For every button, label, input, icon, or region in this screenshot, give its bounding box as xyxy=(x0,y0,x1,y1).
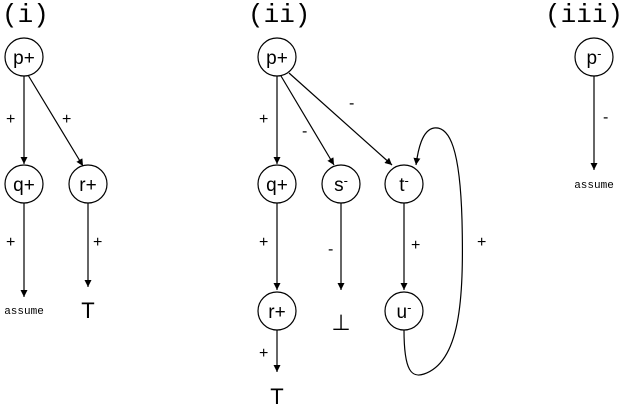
edge-label-ii-s-out: - xyxy=(328,241,333,258)
panel-label-i: (i) xyxy=(2,0,49,30)
node-sign: - xyxy=(597,46,601,61)
edge-label-i-p-q: + xyxy=(6,111,15,128)
edge-label-ii-p-t: - xyxy=(349,95,354,112)
svg-text:p-: p- xyxy=(587,46,602,69)
svg-text:p+: p+ xyxy=(13,48,35,69)
node-letter: q xyxy=(266,175,277,196)
edge-label-ii-t-u: + xyxy=(411,237,420,254)
edge-ii-p-s xyxy=(280,75,335,166)
node-iii-p: p- xyxy=(574,37,614,77)
node-ii-q: q+ xyxy=(257,164,297,204)
svg-text:u-: u- xyxy=(397,300,412,323)
node-ii-t: t- xyxy=(384,164,424,204)
svg-text:s-: s- xyxy=(334,173,348,196)
edge-label-ii-u-t-loop: + xyxy=(477,234,486,251)
node-letter: s xyxy=(334,175,344,196)
svg-text:q+: q+ xyxy=(13,175,35,196)
node-sign: - xyxy=(407,300,411,315)
terminal-i-assume: assume xyxy=(4,306,44,318)
edge-ii-u-t-loop xyxy=(403,127,464,376)
node-letter: p xyxy=(266,48,277,69)
node-ii-r: r+ xyxy=(257,291,297,331)
terminal-iii-assume: assume xyxy=(574,180,614,192)
node-i-r: r+ xyxy=(68,164,108,204)
edge-label-ii-p-q: + xyxy=(259,111,268,128)
node-letter: q xyxy=(13,175,24,196)
node-letter: u xyxy=(397,302,408,323)
node-letter: t xyxy=(399,175,405,196)
node-letter: p xyxy=(13,48,24,69)
panel-label-iii: (iii) xyxy=(545,0,623,30)
node-letter: p xyxy=(587,48,598,69)
node-letter: r xyxy=(79,175,86,196)
edge-label-iii-p-out: - xyxy=(603,109,608,126)
node-ii-u: u- xyxy=(384,291,424,331)
edge-label-ii-q-r: + xyxy=(259,234,268,251)
node-sign: + xyxy=(86,175,97,196)
node-sign: + xyxy=(24,48,35,69)
node-sign: + xyxy=(277,175,288,196)
node-sign: - xyxy=(344,173,348,188)
edge-i-p-r xyxy=(27,74,84,167)
node-sign: - xyxy=(404,173,408,188)
node-i-p: p+ xyxy=(4,37,44,77)
svg-text:p+: p+ xyxy=(266,48,288,69)
node-i-q: q+ xyxy=(4,164,44,204)
edge-ii-p-t xyxy=(288,72,393,166)
node-sign: + xyxy=(24,175,35,196)
edge-label-ii-r-out: + xyxy=(259,345,268,362)
edge-label-i-q-out: + xyxy=(6,234,15,251)
node-sign: + xyxy=(275,302,286,323)
svg-text:r+: r+ xyxy=(79,175,96,196)
node-ii-p: p+ xyxy=(257,37,297,77)
node-sign: + xyxy=(277,48,288,69)
svg-text:q+: q+ xyxy=(266,175,288,196)
edge-label-i-r-out: + xyxy=(93,234,102,251)
node-letter: r xyxy=(268,302,275,323)
node-ii-s: s- xyxy=(321,164,361,204)
svg-text:t-: t- xyxy=(399,173,409,196)
panel-label-ii: (ii) xyxy=(248,0,310,30)
svg-text:r+: r+ xyxy=(268,302,285,323)
terminal-ii-bottom: ⊥ xyxy=(331,310,350,335)
edge-label-ii-p-s: - xyxy=(302,123,307,140)
edge-label-i-p-r: + xyxy=(62,111,71,128)
terminal-i-top: T xyxy=(81,298,94,323)
terminal-ii-top: T xyxy=(270,384,283,406)
